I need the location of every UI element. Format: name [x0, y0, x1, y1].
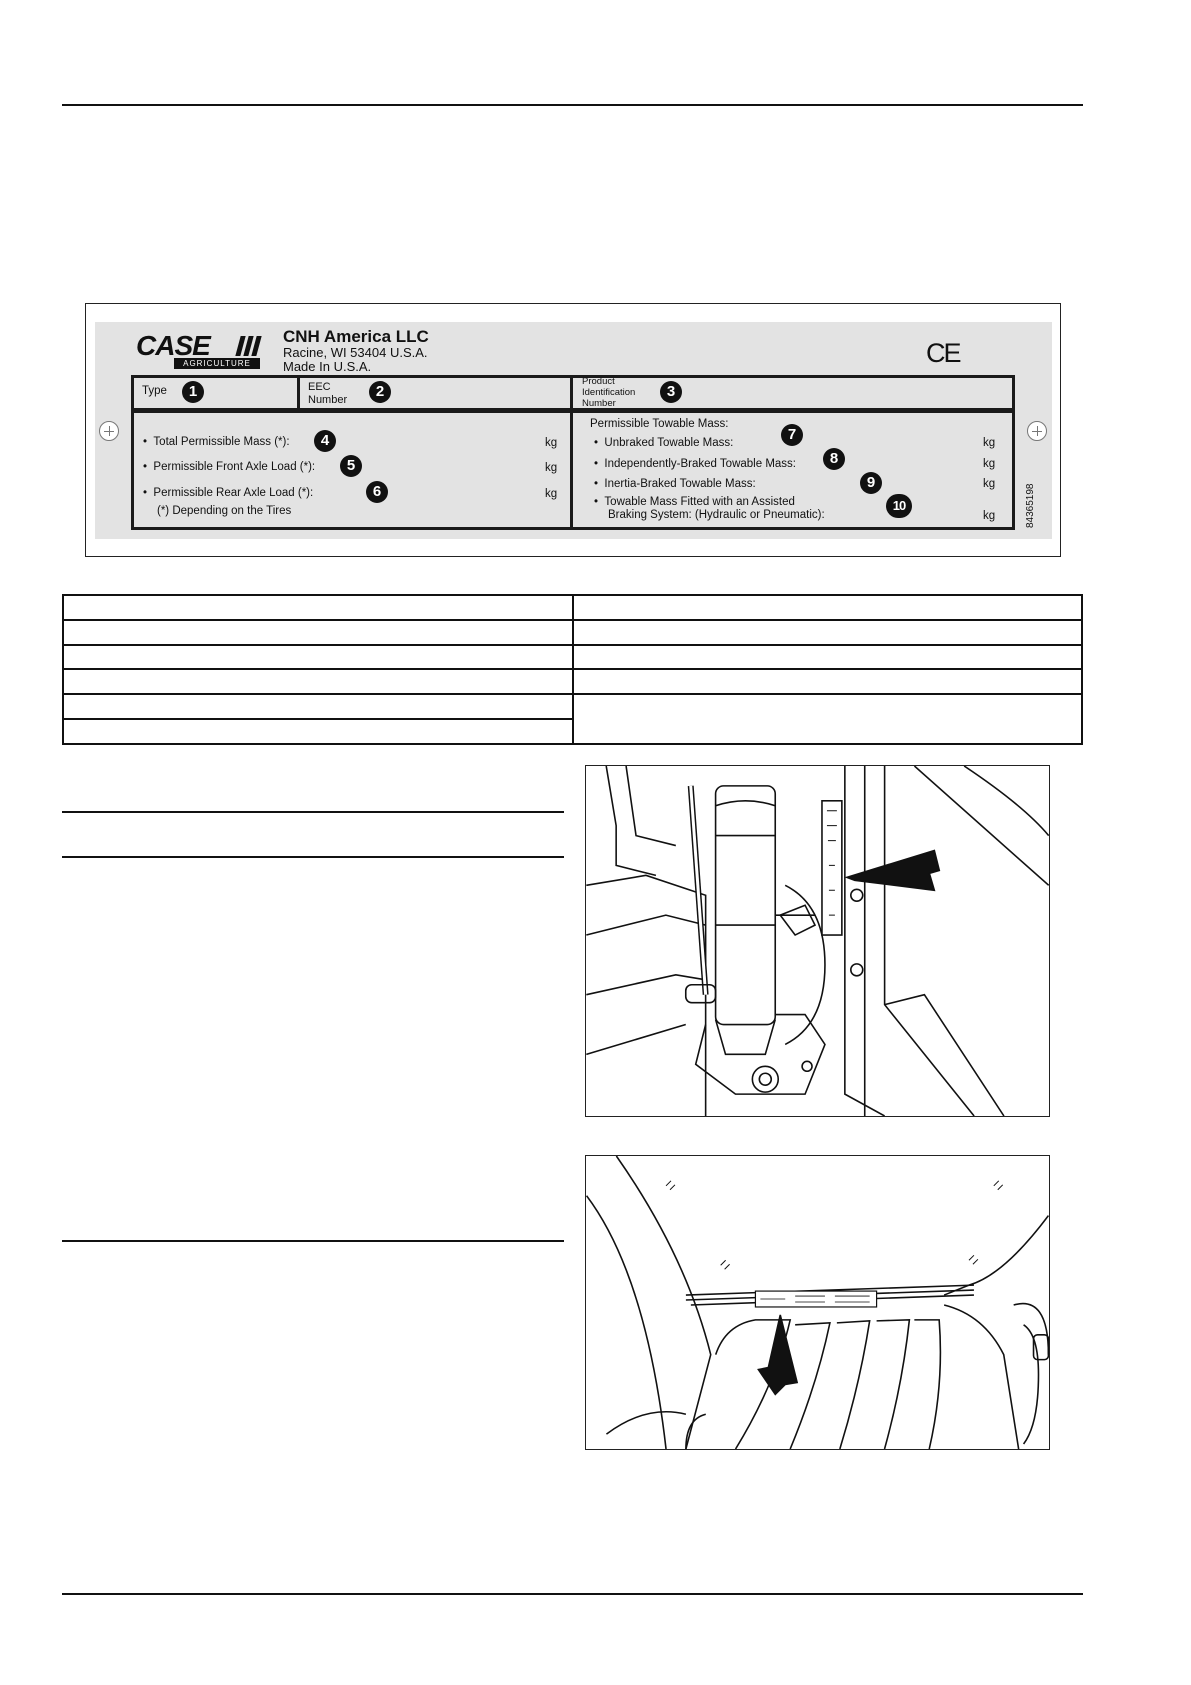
right-item-1: • Unbraked Towable Mass: — [594, 437, 734, 449]
table-cell — [62, 718, 574, 745]
illustration-plate-location-cab-floor — [585, 1155, 1050, 1450]
callout-6: 6 — [366, 481, 388, 503]
pin-label-line1: Product — [582, 376, 615, 387]
table-cell — [571, 594, 1083, 621]
callout-3: 3 — [660, 381, 682, 403]
illustration-plate-location-chassis — [585, 765, 1050, 1117]
table-cell — [62, 693, 574, 721]
table-cell — [62, 618, 574, 646]
table-cell — [571, 643, 1083, 671]
section-rule — [62, 856, 564, 858]
unit-kg-3: kg — [545, 488, 558, 500]
callout-7: 7 — [781, 424, 803, 446]
tires-footnote: (*) Depending on the Tires — [157, 505, 292, 517]
ce-mark: CE — [926, 338, 961, 368]
type-label: Type — [142, 385, 167, 397]
pin-box — [570, 375, 1015, 411]
callout-10: 10 — [886, 494, 912, 518]
company-origin: Made In U.S.A. — [283, 359, 372, 374]
logo-bars-icon — [235, 336, 262, 356]
screw-left-icon — [99, 421, 119, 441]
towable-box — [570, 410, 1015, 530]
logo-subtitle: AGRICULTURE — [174, 358, 260, 369]
unit-kg-5: kg — [983, 458, 996, 470]
footer-rule — [62, 1593, 1083, 1595]
right-item-3: • Inertia-Braked Towable Mass: — [594, 478, 756, 490]
towable-heading: Permissible Towable Mass: — [590, 418, 729, 430]
callout-9: 9 — [860, 472, 882, 494]
table-cell — [62, 643, 574, 671]
unit-kg-4: kg — [983, 437, 996, 449]
table-cell-merged — [571, 693, 1083, 745]
screw-right-icon — [1027, 421, 1047, 441]
callout-5: 5 — [340, 455, 362, 477]
callout-1: 1 — [182, 381, 204, 403]
section-rule — [62, 811, 564, 813]
table-cell — [571, 618, 1083, 646]
right-item-4-line2: Braking System: (Hydraulic or Pneumatic)… — [608, 509, 825, 521]
table-cell — [62, 594, 574, 621]
case-logo: CASE AGRICULTURE — [132, 330, 262, 369]
data-plate-figure — [85, 303, 1061, 557]
left-item-2: • Permissible Front Axle Load (*): — [143, 461, 316, 473]
section-rule — [62, 1240, 564, 1242]
plate-reference-code: 84365198 — [1025, 483, 1036, 529]
identification-table — [62, 594, 1083, 745]
header-rule — [62, 104, 1083, 106]
company-address: Racine, WI 53404 U.S.A. — [283, 345, 428, 360]
callout-4: 4 — [314, 430, 336, 452]
right-item-4: • Towable Mass Fitted with an Assisted — [594, 496, 795, 508]
eec-label-line1: EEC — [308, 381, 331, 393]
unit-kg-2: kg — [545, 462, 558, 474]
unit-kg-7: kg — [983, 510, 996, 522]
callout-2: 2 — [369, 381, 391, 403]
pin-label-line3: Number — [582, 398, 616, 409]
table-cell — [62, 668, 574, 696]
right-item-2: • Independently-Braked Towable Mass: — [594, 458, 796, 470]
eec-label-line2: Number — [308, 394, 348, 406]
unit-kg-1: kg — [545, 437, 558, 449]
logo-wordmark: CASE — [136, 330, 211, 361]
left-item-1: • Total Permissible Mass (*): — [143, 436, 290, 448]
table-cell — [571, 668, 1083, 696]
pin-label-line2: Identification — [582, 387, 636, 398]
callout-8: 8 — [823, 448, 845, 470]
unit-kg-6: kg — [983, 478, 996, 490]
left-item-3: • Permissible Rear Axle Load (*): — [143, 487, 314, 499]
company-name: CNH America LLC — [283, 327, 429, 346]
